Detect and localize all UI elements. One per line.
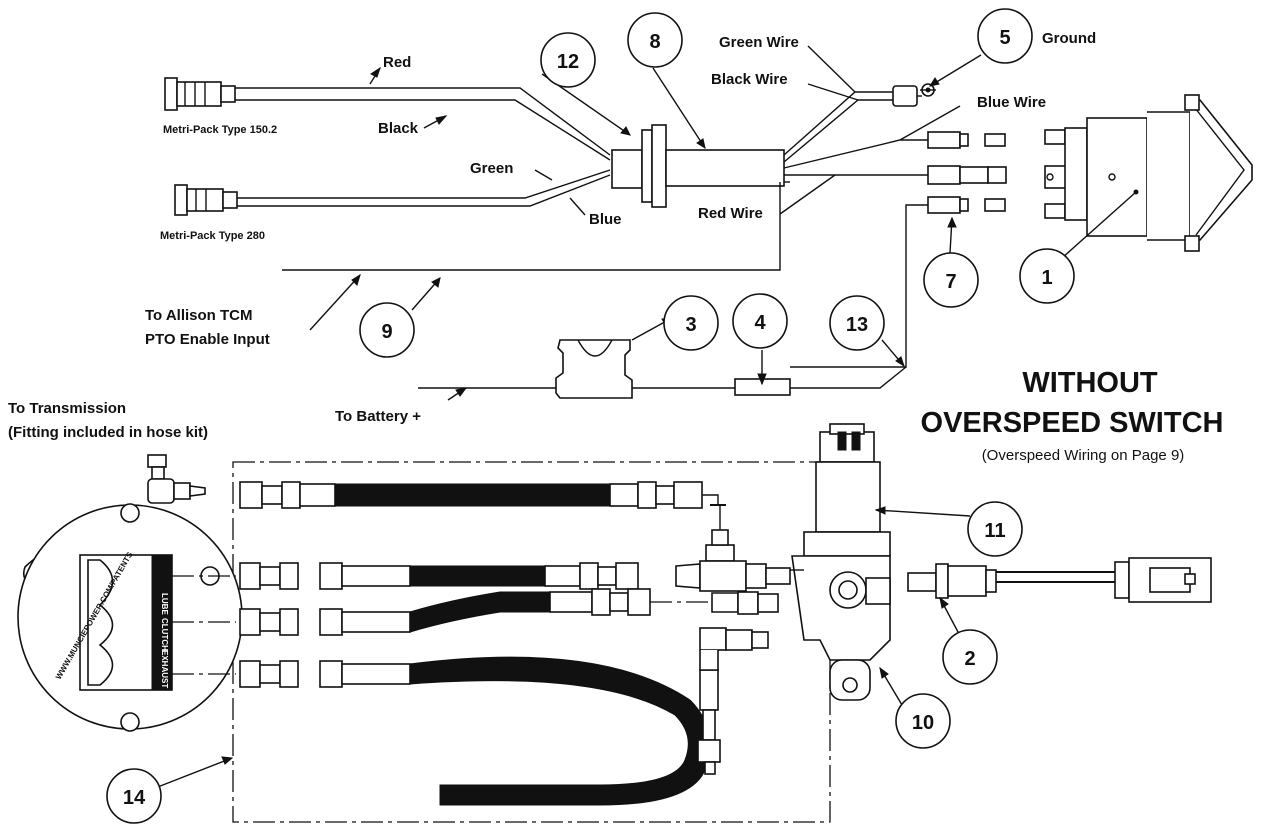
svg-text:10: 10 [912, 712, 934, 734]
label-battery: To Battery + [335, 408, 421, 425]
callout-10: 10 [895, 693, 951, 749]
callout-3: 3 [663, 295, 719, 351]
label-allison-2: PTO Enable Input [145, 331, 270, 348]
svg-text:12: 12 [557, 51, 579, 73]
svg-text:13: 13 [846, 314, 868, 336]
port-label-clutch: CLUTCH [160, 618, 169, 651]
svg-text:4: 4 [754, 312, 766, 334]
svg-text:5: 5 [999, 27, 1010, 49]
label-ground: Ground [1042, 30, 1096, 47]
label-metri-pack-150: Metri-Pack Type 150.2 [163, 124, 277, 136]
tee-fitting [675, 505, 791, 671]
pto-port-plate: LUBE CLUTCH EXHAUST WWW.MUNCIEPOWER.COM/… [17, 503, 243, 732]
fuse-holder [555, 339, 633, 399]
metri-pack-150-connector [164, 77, 236, 111]
label-red-wire: Red Wire [698, 205, 763, 222]
callout-5: 5 [977, 8, 1033, 64]
callout-13: 13 [829, 295, 885, 351]
label-green-wire: Green Wire [719, 34, 799, 51]
label-transmission-1: To Transmission [8, 400, 126, 417]
port-label-exhaust: EXHAUST [160, 650, 169, 688]
label-blue: Blue [589, 211, 622, 228]
rocker-switch [1044, 94, 1253, 252]
svg-text:1: 1 [1041, 267, 1052, 289]
callout-12: 12 [540, 32, 596, 88]
harness-sleeve [665, 149, 785, 187]
svg-text:2: 2 [964, 648, 975, 670]
callout-4: 4 [732, 293, 788, 349]
metri-pack-280-connector [174, 184, 238, 216]
callout-14: 14 [106, 768, 162, 824]
title-note: (Overspeed Wiring on Page 9) [982, 447, 1185, 464]
label-black: Black [378, 120, 419, 137]
svg-text:9: 9 [381, 321, 392, 343]
label-metri-pack-280: Metri-Pack Type 280 [160, 230, 265, 242]
label-blue-wire: Blue Wire [977, 94, 1046, 111]
svg-text:8: 8 [649, 31, 660, 53]
label-allison-1: To Allison TCM [145, 307, 252, 324]
port-label-lube: LUBE [160, 593, 169, 615]
title-line-1: WITHOUT [1022, 367, 1158, 399]
solenoid-valve [790, 423, 891, 701]
svg-text:11: 11 [984, 520, 1005, 542]
svg-text:7: 7 [945, 271, 956, 293]
label-green: Green [470, 160, 513, 177]
svg-text:14: 14 [123, 787, 146, 809]
spade-terminals [927, 131, 1007, 214]
wire-harness [164, 77, 1007, 399]
grommet [611, 124, 667, 208]
title-line-2: OVERSPEED SWITCH [921, 407, 1224, 439]
ground-ring-terminal [892, 83, 936, 107]
callout-2: 2 [942, 629, 998, 685]
hoses [239, 481, 726, 806]
pressure-switch [907, 557, 1212, 603]
callout-1: 1 [1019, 248, 1075, 304]
label-red: Red [383, 54, 411, 71]
leader-lines [149, 45, 1137, 791]
transmission-fitting [147, 454, 206, 504]
label-black-wire: Black Wire [711, 71, 788, 88]
callout-11: 11 [967, 501, 1023, 557]
callout-7: 7 [923, 252, 979, 308]
callout-8: 8 [627, 12, 683, 68]
svg-text:3: 3 [685, 314, 696, 336]
callout-9: 9 [359, 302, 415, 358]
label-transmission-2: (Fitting included in hose kit) [8, 424, 208, 441]
